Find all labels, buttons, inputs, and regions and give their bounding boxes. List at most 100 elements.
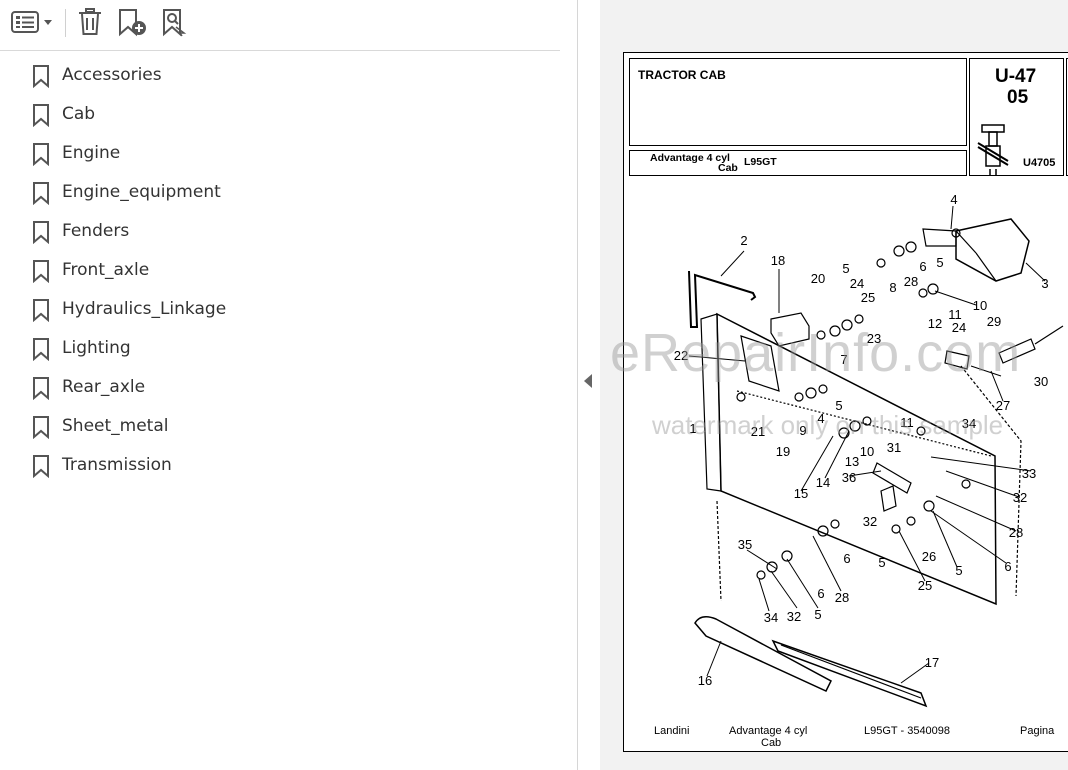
footer-brand: Landini [654, 725, 690, 737]
part-number: 24 [850, 276, 864, 291]
bookmark-label: Transmission [62, 455, 172, 475]
bookmark-icon [33, 455, 49, 478]
part-number: 34 [764, 610, 778, 625]
part-number: 9 [799, 423, 806, 438]
part-number: 23 [867, 331, 881, 346]
watermark-main: eRepairInfo.com [610, 323, 1022, 383]
bookmark-item[interactable]: Fenders [0, 212, 560, 251]
bookmark-label: Rear_axle [62, 377, 146, 397]
part-number: 25 [861, 290, 875, 305]
part-number: 15 [794, 486, 808, 501]
bookmark-icon [33, 260, 49, 283]
toolbar-separator [65, 9, 66, 37]
footer-part-number: L95GT - 3540098 [864, 725, 951, 737]
part-number: 34 [962, 416, 976, 431]
part-number: 28 [904, 274, 918, 289]
part-number: 17 [925, 655, 939, 670]
part-symbol-icon [977, 124, 1009, 175]
bookmark-icon [33, 221, 49, 244]
find-bookmark-button[interactable] [158, 6, 190, 38]
code-box: U-47 05 U4705 [969, 58, 1064, 176]
part-number: 33 [1022, 466, 1036, 481]
part-number: 13 [845, 454, 859, 469]
bookmark-item[interactable]: Engine_equipment [0, 173, 560, 212]
part-number: 5 [878, 555, 885, 570]
bookmark-icon [33, 182, 49, 205]
part-number: 30 [1034, 374, 1048, 389]
bookmark-item[interactable]: Rear_axle [0, 368, 560, 407]
watermark-sub: watermark only on this sample [652, 410, 1004, 440]
part-number: 7 [840, 352, 847, 367]
part-number: 3 [1041, 276, 1048, 291]
delete-bookmark-button[interactable] [76, 6, 104, 38]
part-number: 35 [738, 537, 752, 552]
part-number: 6 [817, 586, 824, 601]
part-number: 32 [863, 514, 877, 529]
bookmarks-toolbar [0, 0, 560, 51]
part-number: 6 [1004, 559, 1011, 574]
model-code: L95GT [744, 156, 777, 168]
part-number: 18 [771, 253, 785, 268]
options-menu-button[interactable] [10, 6, 56, 38]
part-number: 10 [973, 298, 987, 313]
part-number: 26 [922, 549, 936, 564]
bookmark-icon [33, 338, 49, 361]
model-line2: Cab [718, 162, 738, 174]
bookmark-item[interactable]: Hydraulics_Linkage [0, 290, 560, 329]
part-number: 5 [936, 255, 943, 270]
part-number: 12 [928, 316, 942, 331]
part-number: 21 [751, 424, 765, 439]
part-number: 5 [955, 563, 962, 578]
part-number: 28 [1009, 525, 1023, 540]
bookmark-icon [33, 377, 49, 400]
part-number: 5 [835, 398, 842, 413]
part-number: 11 [948, 307, 962, 322]
add-bookmark-button[interactable] [116, 6, 148, 38]
bookmark-icon [33, 65, 49, 88]
bookmark-item[interactable]: Accessories [0, 56, 560, 95]
bookmark-item[interactable]: Cab [0, 95, 560, 134]
title-box: TRACTOR CAB [629, 58, 967, 146]
footer-model-line2: Cab [761, 737, 782, 749]
part-number: 10 [860, 444, 874, 459]
part-number: 4 [817, 411, 824, 426]
part-number: 6 [843, 551, 850, 566]
part-number: 16 [698, 673, 712, 688]
bookmark-item[interactable]: Lighting [0, 329, 560, 368]
code-line2: 05 [1007, 87, 1029, 108]
bookmark-label: Accessories [62, 65, 162, 85]
bookmark-label: Sheet_metal [62, 416, 169, 436]
bookmark-item[interactable]: Front_axle [0, 251, 560, 290]
part-number: 5 [842, 261, 849, 276]
footer-page: Pagina [1020, 725, 1055, 737]
part-number: 1 [689, 421, 696, 436]
part-number: 29 [987, 314, 1001, 329]
part-number: 6 [919, 259, 926, 274]
part-number: 8 [889, 280, 896, 295]
bookmark-item[interactable]: Engine [0, 134, 560, 173]
bookmark-icon [33, 143, 49, 166]
side-box [1066, 58, 1068, 176]
bookmark-add-icon [119, 9, 146, 37]
part-number: 11 [900, 415, 914, 430]
bookmark-label: Hydraulics_Linkage [62, 299, 227, 319]
code-line1: U-47 [995, 66, 1037, 87]
footer-model-line1: Advantage 4 cyl [729, 725, 808, 737]
part-number: 22 [674, 348, 688, 363]
part-number: 14 [816, 475, 830, 490]
part-number: 32 [787, 609, 801, 624]
bookmark-item[interactable]: Sheet_metal [0, 407, 560, 446]
options-list-icon [11, 11, 52, 33]
part-number: 24 [952, 320, 966, 335]
part-number: 36 [842, 470, 856, 485]
bookmark-label: Lighting [62, 338, 131, 358]
part-number: 20 [811, 271, 825, 286]
collapse-panel-icon[interactable] [583, 373, 593, 389]
document-page: TRACTOR CAB U-47 05 U4705 Advantage 4 cy… [623, 52, 1068, 752]
part-number: 19 [776, 444, 790, 459]
bookmark-item[interactable]: Transmission [0, 446, 560, 485]
